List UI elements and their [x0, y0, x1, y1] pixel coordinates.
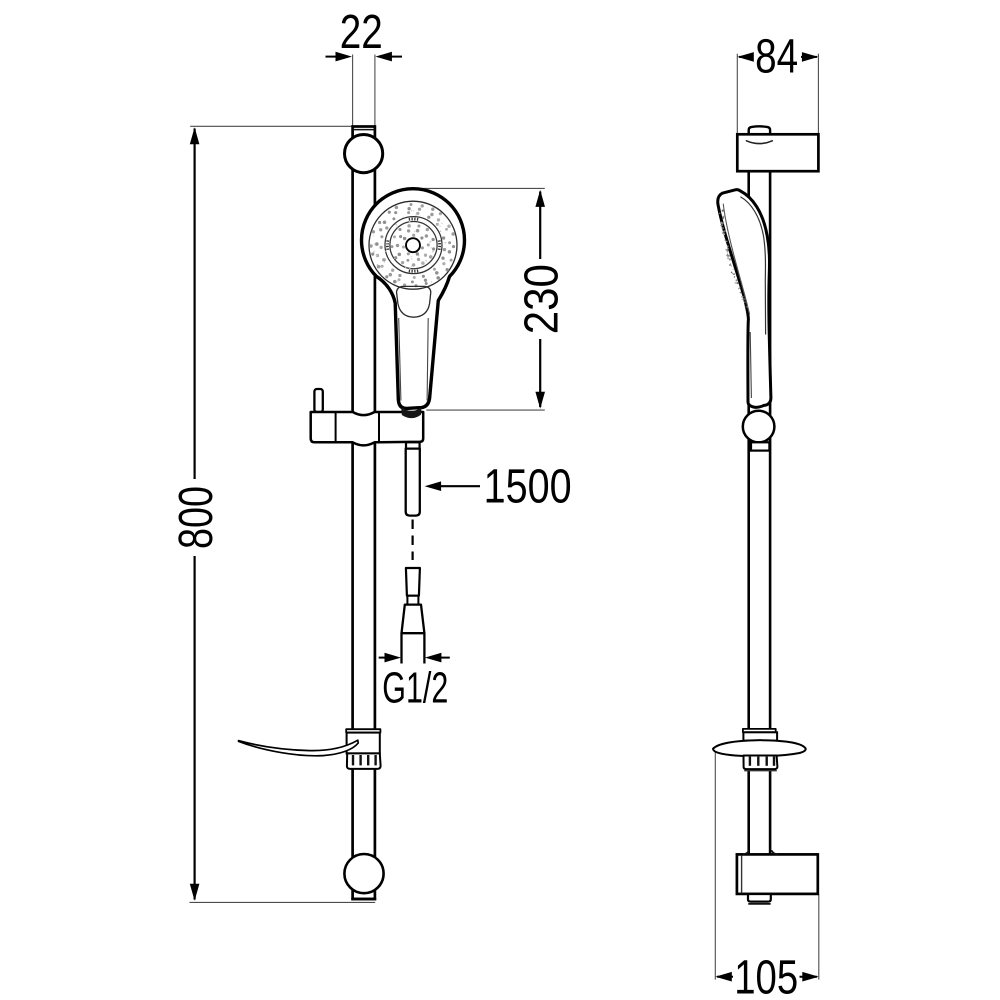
svg-text:G1/2: G1/2	[382, 664, 448, 713]
svg-text:105: 105	[734, 952, 798, 1000]
svg-text:800: 800	[170, 486, 223, 549]
svg-text:22: 22	[340, 6, 383, 59]
svg-text:84: 84	[755, 30, 798, 83]
svg-text:1500: 1500	[484, 461, 572, 514]
svg-text:230: 230	[515, 264, 568, 334]
